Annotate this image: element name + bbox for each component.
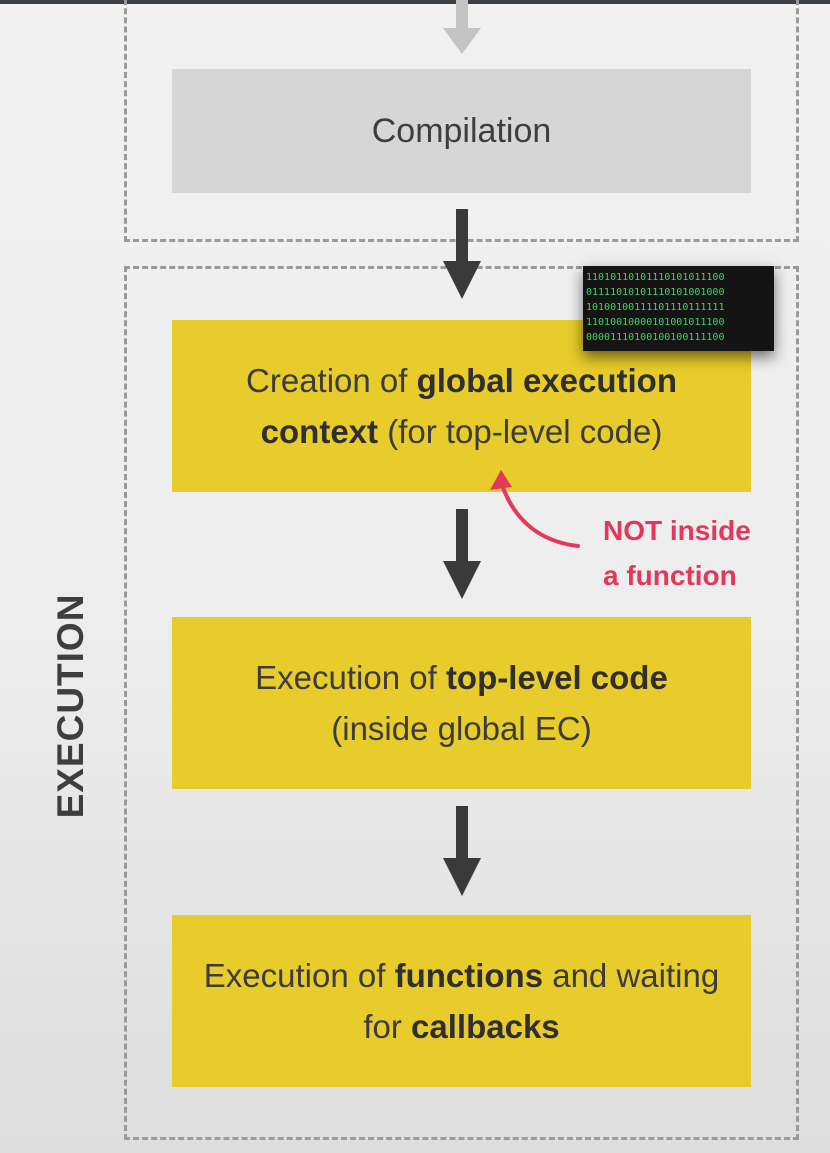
execution-section-label: EXECUTION <box>50 593 91 819</box>
callout-curved-arrow-icon <box>490 470 580 548</box>
arrow-compilation-to-creation <box>440 209 484 301</box>
functions-callbacks-step: Execution of functions and waiting for c… <box>172 915 751 1087</box>
binary-line: 11010110101110101011100 <box>586 272 725 283</box>
creation-global-context-step: Creation of global execution context (fo… <box>172 320 751 492</box>
functions-text-part1: Execution of <box>203 957 395 994</box>
arrow-creation-to-top-level <box>440 509 484 601</box>
compilation-label: Compilation <box>371 111 552 150</box>
binary-line: 00001110100100100111100 <box>586 332 725 343</box>
arrow-into-compilation <box>440 0 484 56</box>
functions-text-part2: and waiting for <box>363 957 720 1045</box>
binary-line: 01111010101110101001000 <box>586 287 725 298</box>
creation-step-text: Creation of global execution context (fo… <box>202 355 721 457</box>
arrow-top-level-to-functions <box>440 806 484 898</box>
not-inside-function-callout: NOT inside a function <box>603 508 803 598</box>
functions-text-bold1: functions <box>394 957 544 994</box>
functions-text-bold2: callbacks <box>411 1008 560 1045</box>
top-edge-bar <box>0 0 830 4</box>
binary-code-image: 11010110101110101011100 0111101010111010… <box>583 266 774 351</box>
creation-text-bold: global execution context <box>260 362 677 450</box>
creation-text-part1: Creation of <box>246 362 417 399</box>
top-level-text-part2: (inside global EC) <box>331 710 592 747</box>
top-level-step-text: Execution of top-level code (inside globa… <box>255 652 668 754</box>
top-level-text-bold: top-level code <box>445 659 668 696</box>
creation-text-part2: (for top-level code) <box>378 413 663 450</box>
top-level-text-part1: Execution of <box>255 659 446 696</box>
callout-line-1: NOT inside <box>603 515 751 546</box>
functions-step-text: Execution of functions and waiting for c… <box>202 950 721 1052</box>
binary-line: 11010010000101001011100 <box>586 317 725 328</box>
callout-line-2: a function <box>603 560 737 591</box>
binary-line: 10100100111101110111111 <box>586 302 725 313</box>
top-level-code-step: Execution of top-level code (inside globa… <box>172 617 751 789</box>
compilation-step: Compilation <box>172 69 751 193</box>
